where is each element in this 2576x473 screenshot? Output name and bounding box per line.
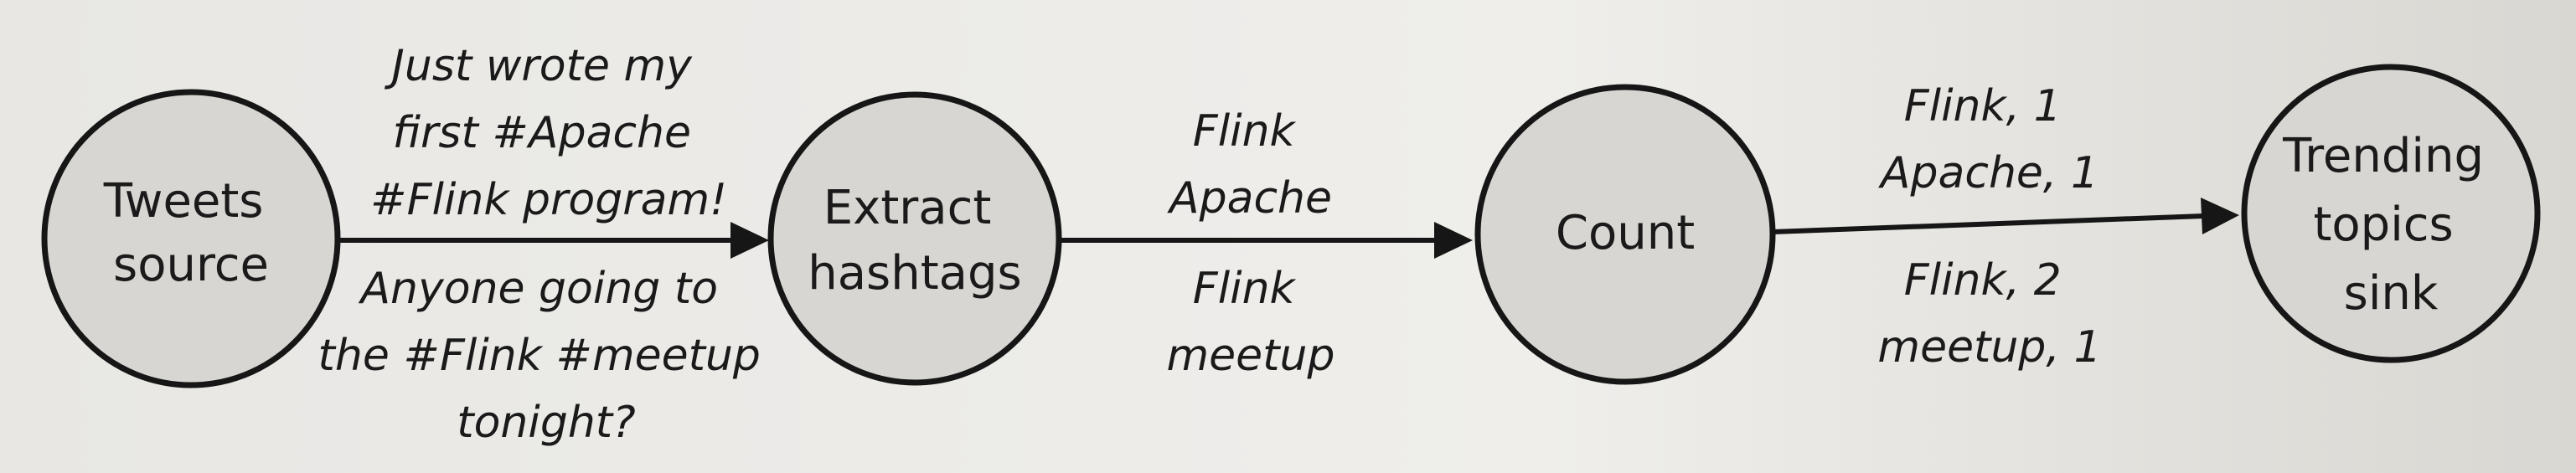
edge-line [1772,213,2204,234]
edge-label-line: meetup, 1 [1877,322,2101,373]
edge-label-above: Just wrote my first #Apache #Flink progr… [370,41,727,225]
edge-label-below: Flink meetup [1167,264,1335,381]
node-count: Count [1474,84,1776,385]
edge-label-below: Flink, 2 meetup, 1 [1877,255,2101,373]
node-circle [767,91,1062,386]
edge-label-line: Flink [1193,106,1297,157]
node-trending-topics-sink: Trending topics sink [2241,64,2541,363]
node-label-line: topics [2313,198,2453,252]
node-label-line: hashtags [808,246,1021,301]
node-label: Extract hashtags [808,181,1021,301]
edge-label-line: tonight? [457,398,636,448]
node-circle [2241,64,2541,363]
node-label-line: Count [1556,206,1695,260]
edge-label-above: Flink, 1 Apache, 1 [1878,81,2098,198]
node-circle [1474,84,1776,385]
edge-label-line: meetup [1167,331,1335,381]
node-label-line: Trending [2282,129,2484,183]
node-tweets-source: Tweets source [41,89,341,388]
edge-label-line: Flink, 1 [1904,81,2062,131]
node-label-line: sink [2344,266,2439,321]
edge-extract-to-count [1059,222,1473,259]
edge-label-below: Anyone going to the #Flink #meetup tonig… [318,264,775,448]
edge-label-line: Just wrote my [385,41,694,91]
edge-label-line: the #Flink #meetup [318,331,761,381]
node-label-line: Extract [823,181,992,235]
edge-label-line: #Flink program! [370,175,727,225]
node-label: Trending topics sink [2282,129,2499,321]
edge-label-line: Anyone going to [358,264,718,314]
edge-label-line: Apache, 1 [1878,148,2098,198]
node-circle [41,89,341,388]
arrowhead-icon [1434,222,1473,259]
node-label: Count [1556,206,1695,260]
arrowhead-icon [2201,198,2239,234]
edge-label-above: Flink Apache [1167,106,1332,224]
edge-label-line: Flink [1193,264,1297,314]
node-label-line: source [113,238,269,292]
edge-label-line: first #Apache [392,108,691,158]
edge-label-line: Apache [1167,173,1332,224]
node-label-line: Tweets [103,174,264,229]
edge-count-to-sink [1772,198,2239,234]
arrowhead-icon [730,222,769,259]
edge-label-line: Flink, 2 [1904,255,2062,306]
node-extract-hashtags: Extract hashtags [767,91,1062,386]
node-label: Tweets source [103,174,279,292]
edge-tweets-to-extract [338,222,769,259]
